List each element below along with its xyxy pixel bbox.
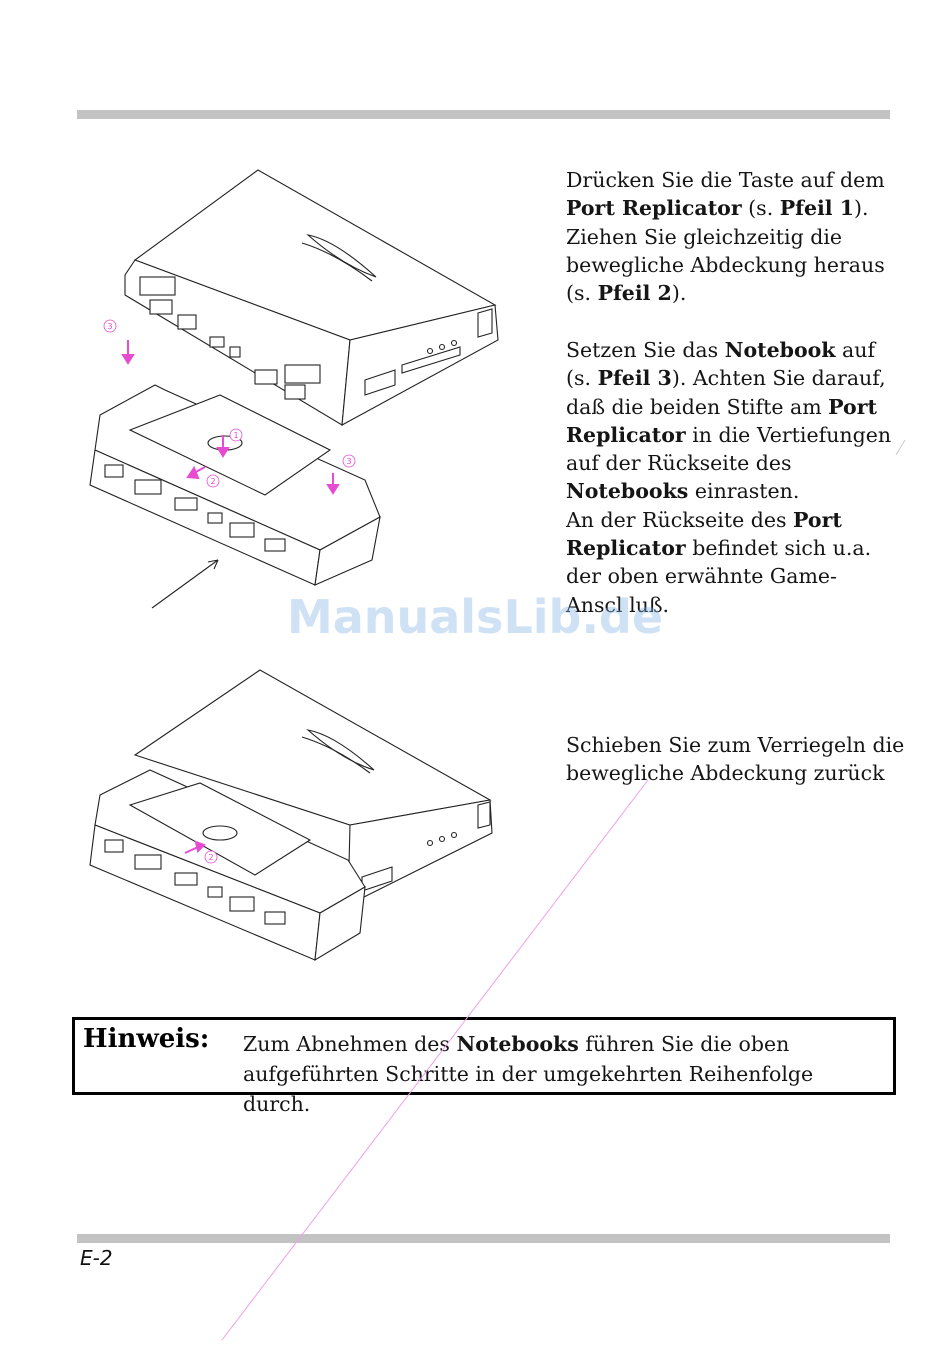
top-rule bbox=[77, 110, 890, 119]
svg-text:3: 3 bbox=[107, 322, 112, 331]
note-text: Zum Abnehmen des Notebooks führen Sie di… bbox=[243, 1032, 814, 1116]
watermark: ManualsLib.de bbox=[286, 590, 664, 644]
instruction-place-notebook: Setzen Sie das Notebook auf(s. Pfeil 3).… bbox=[566, 338, 892, 617]
notebook-docked-illustration: 2 bbox=[80, 665, 510, 970]
svg-text:3: 3 bbox=[346, 457, 351, 466]
svg-text:2: 2 bbox=[210, 477, 215, 486]
note-box: Hinweis: Zum Abnehmen des Notebooks führ… bbox=[72, 1017, 896, 1116]
page-number: E-2 bbox=[80, 1246, 113, 1270]
note-label: Hinweis: bbox=[83, 1024, 210, 1054]
svg-text:1: 1 bbox=[233, 431, 238, 440]
notebook-undocked-illustration: 3 1 2 3 bbox=[80, 165, 510, 620]
svg-text:2: 2 bbox=[208, 853, 213, 862]
bottom-rule bbox=[77, 1234, 890, 1243]
